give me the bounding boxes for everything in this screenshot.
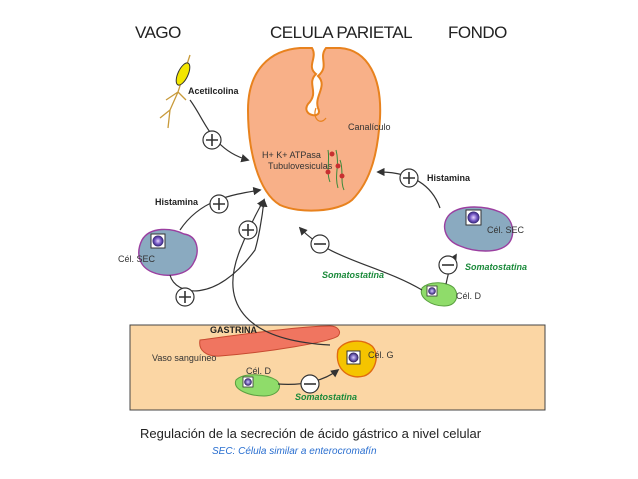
nucleus-icon <box>428 287 436 295</box>
d-cell-right <box>420 282 458 307</box>
minus-circle-icon <box>310 234 330 254</box>
label-vaso-sanguineo: Vaso sanguíneo <box>152 353 216 363</box>
label-cel-d-right: Cél. D <box>456 291 482 301</box>
label-cel-sec-right: Cél. SEC <box>487 225 525 235</box>
vagus-neuron <box>159 54 191 129</box>
d-cell-bottom <box>234 374 280 397</box>
label-histamina-right: Histamina <box>427 173 471 183</box>
label-cel-sec-left: Cél. SEC <box>118 254 156 264</box>
blood-vessel <box>199 325 341 357</box>
plus-circle-icon <box>399 168 419 188</box>
vessel-panel <box>129 324 546 411</box>
arrow-gastrina <box>232 198 331 346</box>
signs <box>175 130 458 394</box>
label-histamina-left: Histamina <box>155 197 199 207</box>
label-atpasa-2: Tubulovesiculas <box>268 161 333 171</box>
minus-circle-icon <box>438 255 458 275</box>
label-cel-g: Cél. G <box>368 350 394 360</box>
arrow-acetilcolina <box>189 99 250 163</box>
nucleus-icon <box>348 352 359 363</box>
caption-subtitle: SEC: Célula similar a enterocromafín <box>212 446 377 457</box>
nucleus-icon <box>467 211 480 224</box>
label-atpasa-1: H+ K+ ATPasa <box>262 150 321 160</box>
minus-circle-icon <box>300 374 320 394</box>
header-fondo: FONDO <box>448 23 507 42</box>
label-canaliculo: Canalículo <box>348 122 391 132</box>
label-gastrina: GASTRINA <box>210 325 258 335</box>
header-vago: VAGO <box>135 23 181 42</box>
nucleus-icon <box>244 378 252 386</box>
plus-circle-icon <box>202 130 222 150</box>
label-acetilcolina: Acetilcolina <box>188 86 240 96</box>
arrow-somatostatina-mid <box>298 226 423 291</box>
plus-circle-icon <box>175 287 195 307</box>
sec-cell-left <box>138 228 198 276</box>
label-somatostatina-bottom: Somatostatina <box>295 392 357 402</box>
plus-circle-icon <box>209 194 229 214</box>
label-somatostatina-mid: Somatostatina <box>322 270 384 280</box>
parietal-cell <box>246 47 382 212</box>
label-somatostatina-right: Somatostatina <box>465 262 527 272</box>
plus-circle-icon <box>238 220 258 240</box>
label-cel-d-bottom: Cél. D <box>246 366 272 376</box>
g-cell <box>336 340 377 378</box>
tubulovesicles <box>325 149 345 191</box>
caption-title: Regulación de la secreción de ácido gást… <box>140 426 482 441</box>
sec-cell-right <box>443 206 514 252</box>
header-celula-parietal: CELULA PARIETAL <box>270 23 412 42</box>
arrow-sec-left-activation <box>169 198 268 292</box>
nucleus-icon <box>152 235 164 247</box>
